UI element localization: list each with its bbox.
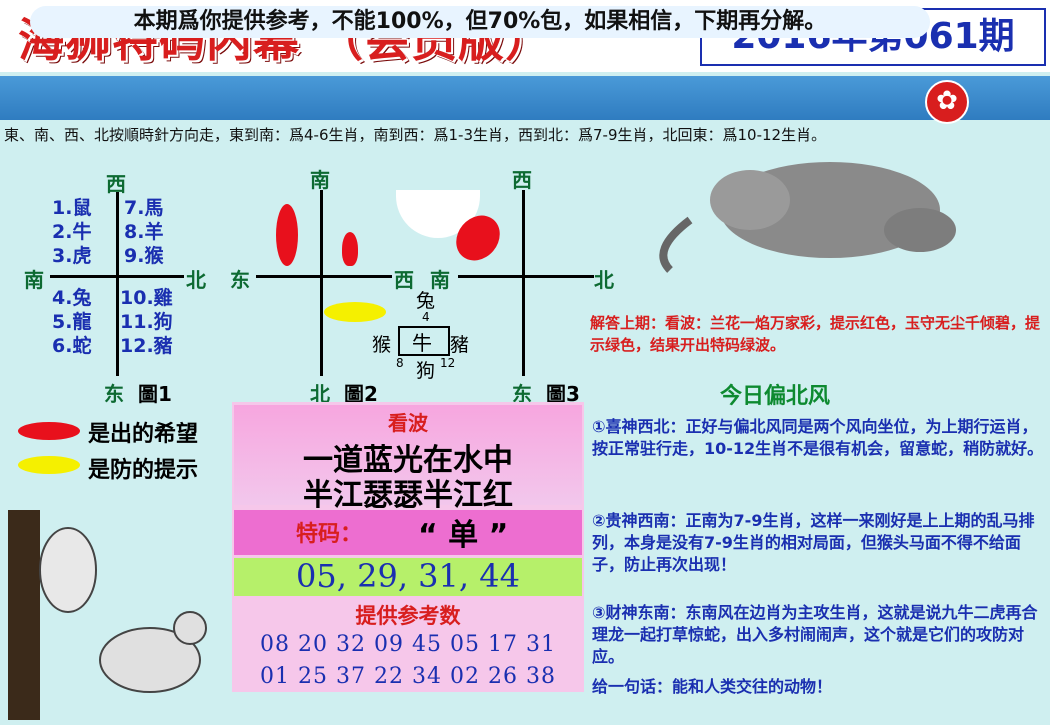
wave-box xyxy=(234,405,582,505)
zodiac-item: 4.兔 xyxy=(52,287,92,309)
wave-title: 看波 xyxy=(388,411,428,435)
fig3-north: 北 xyxy=(594,268,614,292)
last-issue-answer: 解答上期：看波：兰花一焰万家彩，提示红色，玉守无尘千倾碧，提示绿色，结果开出特码… xyxy=(590,314,1041,354)
legend-yellow-text: 是防的提示 xyxy=(88,458,199,483)
red-hope-oval xyxy=(276,204,298,266)
red-hope-oval xyxy=(342,232,358,266)
fig2-east: 东 xyxy=(230,268,250,292)
yellow-hint-oval xyxy=(324,302,386,322)
main-numbers: 05, 29, 31, 44 xyxy=(296,557,520,595)
fig2-center-box xyxy=(398,326,450,356)
fig1-vertical-line xyxy=(116,192,119,376)
special-code-value: “ 单 ” xyxy=(418,518,509,553)
banner-text: 本期爲你提供参考，不能100%，但70%包，如果相信，下期再分解。 xyxy=(30,6,930,38)
fig3-east: 东 xyxy=(512,382,532,406)
banner xyxy=(0,76,1050,120)
numbers-row xyxy=(234,558,582,596)
reference-title: 提供参考数 xyxy=(355,604,461,628)
zodiac-item: 10.雞 xyxy=(120,287,173,309)
fig3-west: 西 xyxy=(512,168,532,192)
fig2-center-animal: 牛 xyxy=(412,331,432,355)
zodiac-item: 12.豬 xyxy=(120,335,173,357)
special-code-row xyxy=(234,510,582,555)
special-code-label: 特码： xyxy=(296,522,363,547)
zodiac-item: 2.牛 xyxy=(52,221,92,243)
fig2-left-animal: 猴 xyxy=(372,334,392,356)
legend-red-text: 是出的希望 xyxy=(88,422,199,447)
reference-numbers-line2: 01 25 37 22 34 02 26 38 xyxy=(260,664,556,689)
fig1-horizontal-line xyxy=(50,275,184,278)
fig2-west: 西 xyxy=(394,268,414,292)
hk-flower-icon: ✿ xyxy=(925,80,969,124)
fig3-south: 南 xyxy=(430,268,450,292)
paragraph-1: ①喜神西北：正好与偏北风同是两个风向坐位，为上期行运肖，按正常驻行走，10-12… xyxy=(592,417,1044,458)
zodiac-item: 8.羊 xyxy=(124,221,164,243)
zodiac-item: 7.馬 xyxy=(124,197,164,219)
fig2-top-animal: 兔 xyxy=(416,290,436,312)
fig2-bottom-animal: 狗 xyxy=(416,360,436,382)
zodiac-item: 3.虎 xyxy=(52,245,92,267)
zodiac-item: 5.龍 xyxy=(52,311,92,333)
zodiac-item: 1.鼠 xyxy=(52,197,92,219)
wave-poem-line2: 半江瑟瑟半江红 xyxy=(303,478,513,513)
fig1-north: 北 xyxy=(186,268,206,292)
reference-numbers-line1: 08 20 32 09 45 05 17 31 xyxy=(260,632,556,657)
zodiac-item: 9.猴 xyxy=(124,245,164,267)
legend-yellow-oval xyxy=(18,456,80,474)
paragraph-2: ②贵神西南：正南为7-9生肖，这样一来刚好是上上期的乱马排列，本身是没有7-9生… xyxy=(592,511,1035,574)
fig1-south: 南 xyxy=(24,268,44,292)
fig1-right-top: 7.馬 8.羊 9.猴 xyxy=(124,196,163,268)
today-wind-title: 今日偏北风 xyxy=(720,384,831,409)
fig1-right-bottom: 10.雞 11.狗 12.豬 xyxy=(120,286,173,358)
fig3-horizontal-line xyxy=(458,275,594,278)
fig2-left-num: 8 xyxy=(396,356,404,370)
fig2-vertical-line xyxy=(320,190,323,376)
fig1-west: 西 xyxy=(106,172,126,196)
wave-poem-line1: 一道蓝光在水中 xyxy=(303,443,513,478)
fig2-top-num: 4 xyxy=(422,310,430,324)
fig1-left-bottom: 4.兔 5.龍 6.蛇 xyxy=(52,286,91,358)
fig2-south: 南 xyxy=(310,168,330,192)
paragraph-4: 给一句话：能和人类交往的动物！ xyxy=(592,677,833,696)
paragraph-3: ③财神东南：东南风在边肖为主攻生肖，这就是说九牛二虎再合理龙一起打草惊蛇，出入多… xyxy=(592,603,1038,666)
fig1-left-top: 1.鼠 2.牛 3.虎 xyxy=(52,196,91,268)
cartoon-animals-image xyxy=(630,150,970,280)
directions-text: 東、南、西、北按順時針方向走，東到南：爲4-6生肖，南到西：爲1-3生肖，西到北… xyxy=(4,126,827,144)
legend-red-oval xyxy=(18,422,80,440)
fig2-north: 北 xyxy=(310,382,330,406)
fig2-horizontal-line xyxy=(256,275,392,278)
cartoon-dogs-image xyxy=(0,510,220,720)
fig1-east: 东 xyxy=(104,382,124,406)
fig1-label: 圖1 xyxy=(138,382,172,406)
fig2-right-num: 12 xyxy=(440,356,456,370)
fig2-right-animal: 豬 xyxy=(450,334,470,356)
zodiac-item: 11.狗 xyxy=(120,311,173,333)
zodiac-item: 6.蛇 xyxy=(52,335,92,357)
fig3-vertical-line xyxy=(522,190,525,376)
